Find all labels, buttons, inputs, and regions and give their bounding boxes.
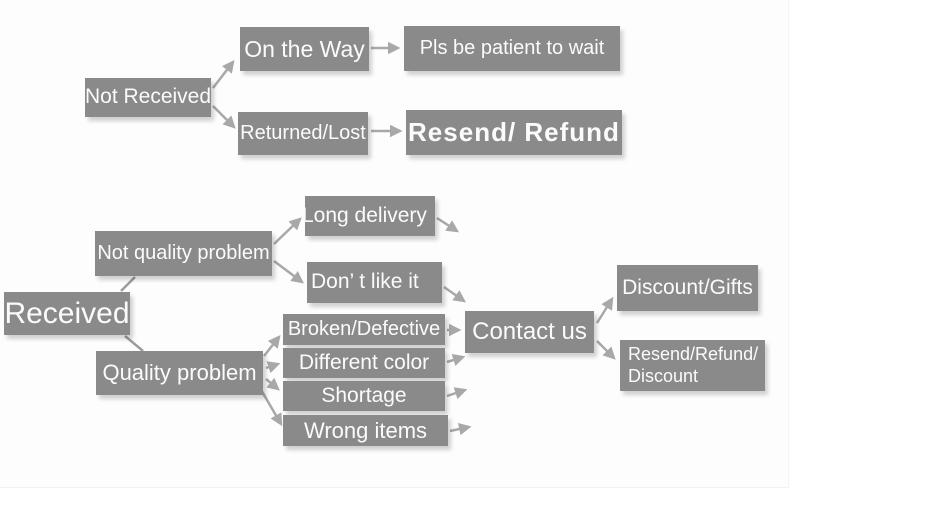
- node-label: On the Way: [244, 35, 365, 62]
- node-not-received: Not Received: [85, 78, 211, 117]
- node-label: Shortage: [321, 383, 407, 407]
- node-returned-lost: Returned/Lost: [238, 112, 368, 155]
- node-discount-gifts: Discount/Gifts: [617, 265, 758, 311]
- node-label: Not quality problem: [97, 242, 270, 264]
- node-resend-refund-discount: Resend/Refund/ Discount: [620, 340, 765, 391]
- node-label: Wrong items: [303, 417, 428, 443]
- node-contact-us: Contact us: [465, 311, 594, 353]
- node-long-delivery: Long delivery: [305, 196, 435, 236]
- node-label: Pls be patient to wait: [419, 37, 605, 59]
- node-label-line2: Discount: [628, 365, 699, 386]
- node-label: Returned/Lost: [240, 122, 366, 144]
- node-label: Quality problem: [102, 360, 257, 386]
- node-broken-defective: Broken/Defective: [283, 314, 445, 345]
- node-different-color: Different color: [283, 348, 445, 378]
- node-label: Long delivery: [305, 203, 427, 227]
- node-label: Different color: [298, 350, 430, 374]
- node-received: Received: [4, 292, 130, 335]
- node-label: Don’ t like it: [311, 270, 419, 294]
- node-label: Resend/Refund/ Discount: [628, 344, 758, 387]
- node-label-line1: Resend/Refund/: [628, 343, 759, 364]
- node-not-quality-problem: Not quality problem: [95, 231, 272, 276]
- node-label: Received: [4, 296, 130, 330]
- node-resend-refund: Resend/ Refund: [406, 110, 622, 155]
- node-label: Not Received: [84, 85, 212, 109]
- node-on-the-way: On the Way: [240, 27, 369, 71]
- node-label: Discount/Gifts: [622, 275, 753, 299]
- node-dont-like-it: Don’ t like it: [307, 262, 442, 303]
- node-label: Resend/ Refund: [408, 116, 620, 147]
- node-wrong-items: Wrong items: [283, 415, 448, 446]
- node-quality-problem: Quality problem: [96, 351, 263, 395]
- node-label: Broken/Defective: [287, 318, 441, 340]
- node-label: Contact us: [472, 318, 587, 346]
- node-shortage: Shortage: [283, 381, 445, 411]
- node-pls-be-patient-to-wait: Pls be patient to wait: [404, 26, 620, 71]
